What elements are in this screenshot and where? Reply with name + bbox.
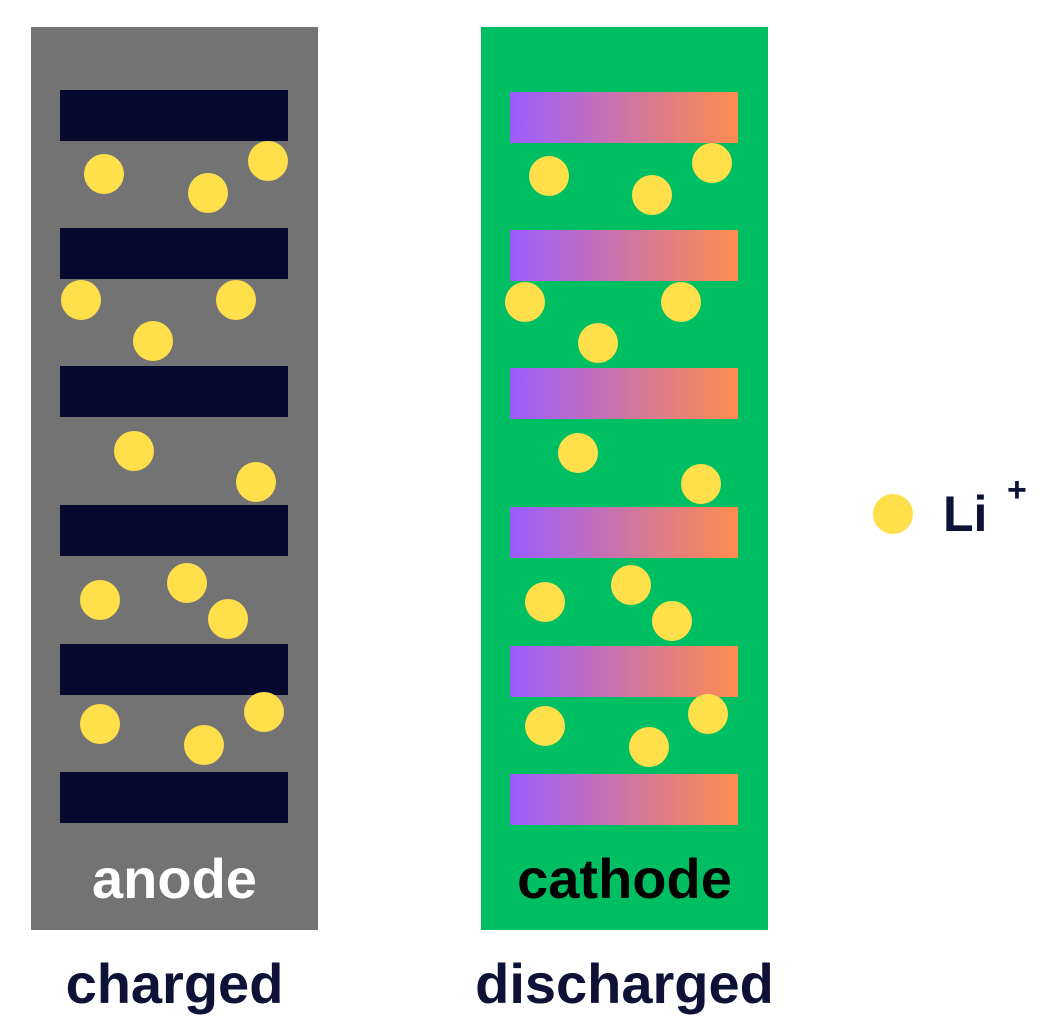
lithium-ion xyxy=(114,431,154,471)
anode-layer xyxy=(60,505,288,556)
lithium-ion xyxy=(688,694,728,734)
lithium-ion xyxy=(505,282,545,322)
lithium-ion xyxy=(133,321,173,361)
cathode-label: cathode xyxy=(517,847,732,910)
lithium-ion xyxy=(84,154,124,194)
lithium-ion-legend-dot xyxy=(873,494,913,534)
anode-label: anode xyxy=(92,847,257,910)
legend-label: Li xyxy=(943,486,988,542)
anode-layer xyxy=(60,772,288,823)
cathode-panel: cathode xyxy=(481,27,768,930)
discharged-caption: discharged xyxy=(475,952,774,1015)
lithium-ion xyxy=(681,464,721,504)
lithium-ion xyxy=(167,563,207,603)
lithium-ion xyxy=(529,156,569,196)
lithium-ion xyxy=(525,706,565,746)
lithium-ion xyxy=(558,433,598,473)
anode-panel: anode xyxy=(31,27,318,930)
anode-layer xyxy=(60,90,288,141)
lithium-ion xyxy=(578,323,618,363)
lithium-ion xyxy=(661,282,701,322)
lithium-ion xyxy=(611,565,651,605)
lithium-ion xyxy=(692,143,732,183)
cathode-layer xyxy=(510,774,738,825)
lithium-ion xyxy=(236,462,276,502)
legend-charge-superscript: + xyxy=(1007,471,1027,509)
cathode-layer xyxy=(510,368,738,419)
lithium-ion xyxy=(244,692,284,732)
lithium-ion xyxy=(652,601,692,641)
lithium-ion xyxy=(188,173,228,213)
lithium-ion xyxy=(629,727,669,767)
lithium-ion xyxy=(248,141,288,181)
charged-caption: charged xyxy=(65,952,284,1015)
lithium-ion xyxy=(632,175,672,215)
lithium-ion xyxy=(184,725,224,765)
lithium-ion xyxy=(61,280,101,320)
lithium-ion xyxy=(208,599,248,639)
lithium-ion xyxy=(80,580,120,620)
lithium-ion xyxy=(525,582,565,622)
anode-layer xyxy=(60,366,288,417)
cathode-layer xyxy=(510,646,738,697)
lithium-ion xyxy=(80,704,120,744)
cathode-layer xyxy=(510,230,738,281)
lithium-ion xyxy=(216,280,256,320)
anode-layer xyxy=(60,228,288,279)
cathode-layer xyxy=(510,92,738,143)
legend: Li + xyxy=(873,471,1033,546)
anode-layer xyxy=(60,644,288,695)
cathode-layer xyxy=(510,507,738,558)
